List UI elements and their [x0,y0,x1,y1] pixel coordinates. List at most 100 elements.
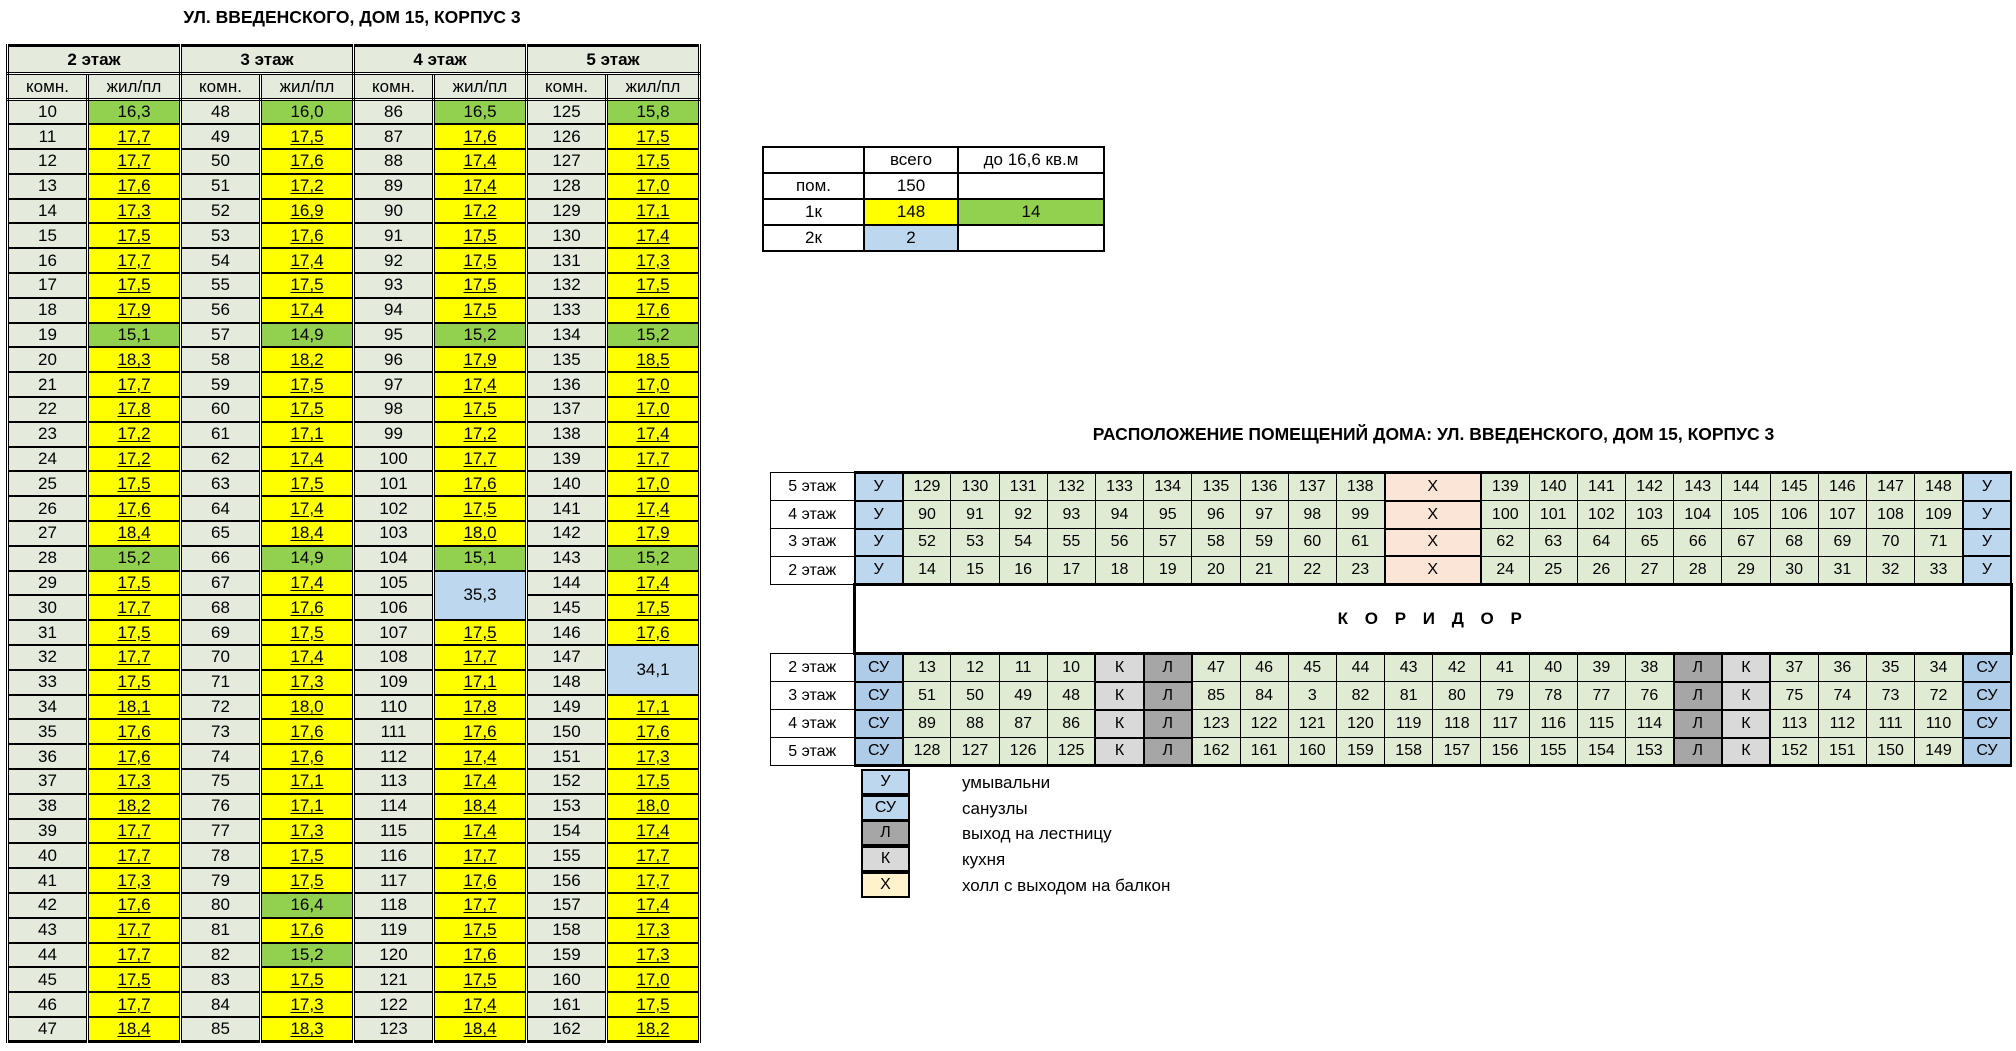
area-cell: 17,0 [605,470,701,498]
room-cell: 65 [179,520,262,547]
area-cell: 17,4 [605,420,701,448]
room-cell: 144 [525,569,608,597]
diagram-room-cell: 65 [1624,528,1675,557]
diagram-room-cell: 96 [1191,500,1241,530]
room-cell: 131 [525,247,608,275]
room-cell: 115 [352,817,435,845]
diagram-room-cell: 35 [1865,653,1916,683]
room-cell: 129 [525,197,608,225]
room-cell: 34 [6,693,89,721]
diagram-room-cell: 104 [1673,500,1723,530]
diagram-room-cell: 162 [1191,737,1241,768]
stairs-cell: Л [1142,652,1193,683]
room-cell: 43 [6,916,89,944]
corridor-label-spacer [770,584,855,654]
room-cell: 69 [179,619,262,647]
room-cell: 149 [525,693,608,721]
room-cell: 89 [352,172,435,200]
area-cell: 17,5 [605,594,701,622]
area-cell: 15,2 [605,321,701,349]
diagram-room-cell: 67 [1721,528,1771,557]
area-cell: 17,6 [432,123,528,151]
room-cell: 31 [6,619,89,647]
area-cell: 17,7 [432,644,528,671]
room-column-header: комн. [525,72,608,101]
room-cell: 14 [6,197,89,225]
floor-label: 4 этаж [770,500,855,530]
diagram-room-cell: 80 [1432,681,1482,711]
diagram-room-cell: 123 [1191,709,1241,739]
corridor-cell: К О Р И Д О Р [853,583,2013,656]
diagram-room-cell: 44 [1335,653,1386,683]
diagram-room-cell: 32 [1865,555,1916,586]
area-cell: 15,8 [605,98,701,126]
area-column-header: жил/пл [432,72,528,101]
room-cell: 119 [352,916,435,944]
room-cell: 141 [525,495,608,523]
diagram-room-cell: 41 [1480,653,1530,683]
diagram-room-cell: 74 [1817,681,1867,711]
floor-header: 2 этаж [6,44,182,75]
diagram-room-cell: 151 [1817,737,1867,768]
diagram-room-cell: 110 [1914,709,1964,739]
room-cell: 52 [179,197,262,225]
summary-total-cell: 2 [863,224,959,252]
area-cell: 17,7 [605,867,701,894]
diagram-room-cell: 143 [1673,470,1723,502]
summary-small-cell [957,172,1105,200]
diagram-room-cell: 150 [1865,737,1916,768]
floor-label: 3 этаж [770,528,855,557]
area-cell: 17,4 [605,495,701,523]
diagram-room-cell: 31 [1817,555,1867,586]
room-cell: 158 [525,916,608,944]
room-cell: 59 [179,371,262,399]
area-cell: 17,2 [432,197,528,225]
diagram-room-cell: 19 [1143,555,1193,586]
room-cell: 10 [6,98,89,126]
room-cell: 93 [352,272,435,299]
room-cell: 15 [6,222,89,250]
diagram-room-cell: 145 [1769,470,1819,502]
room-cell: 16 [6,247,89,275]
area-cell: 17,5 [605,272,701,299]
room-cell: 11 [6,123,89,151]
room-cell: 53 [179,222,262,250]
area-cell: 17,6 [432,867,528,894]
diagram-room-cell: 111 [1865,709,1916,739]
diagram-room-cell: 46 [1239,653,1289,683]
stairs-cell: Л [1672,680,1723,711]
room-cell: 40 [6,842,89,870]
area-cell: 15,2 [605,544,701,572]
room-cell: 100 [352,445,435,473]
room-cell: 25 [6,470,89,498]
diagram-room-cell: 115 [1576,709,1627,739]
room-cell: 147 [525,644,608,671]
area-cell: 17,1 [605,693,701,721]
diagram-room-cell: 93 [1046,500,1096,530]
area-cell: 17,7 [86,916,182,944]
diagram-room-cell: 43 [1384,653,1434,683]
diagram-room-cell: 118 [1432,709,1482,739]
diagram-room-cell: 98 [1287,500,1337,530]
diagram-room-cell: 61 [1335,528,1386,557]
room-cell: 104 [352,544,435,572]
diagram-room-cell: 90 [902,500,952,530]
area-cell: 17,5 [259,619,355,647]
diagram-room-cell: 63 [1528,528,1578,557]
room-cell: 159 [525,941,608,969]
room-cell: 90 [352,197,435,225]
legend-swatch-l: Л [861,820,910,847]
diagram-room-cell: 155 [1528,737,1578,768]
diagram-room-cell: 120 [1335,709,1386,739]
